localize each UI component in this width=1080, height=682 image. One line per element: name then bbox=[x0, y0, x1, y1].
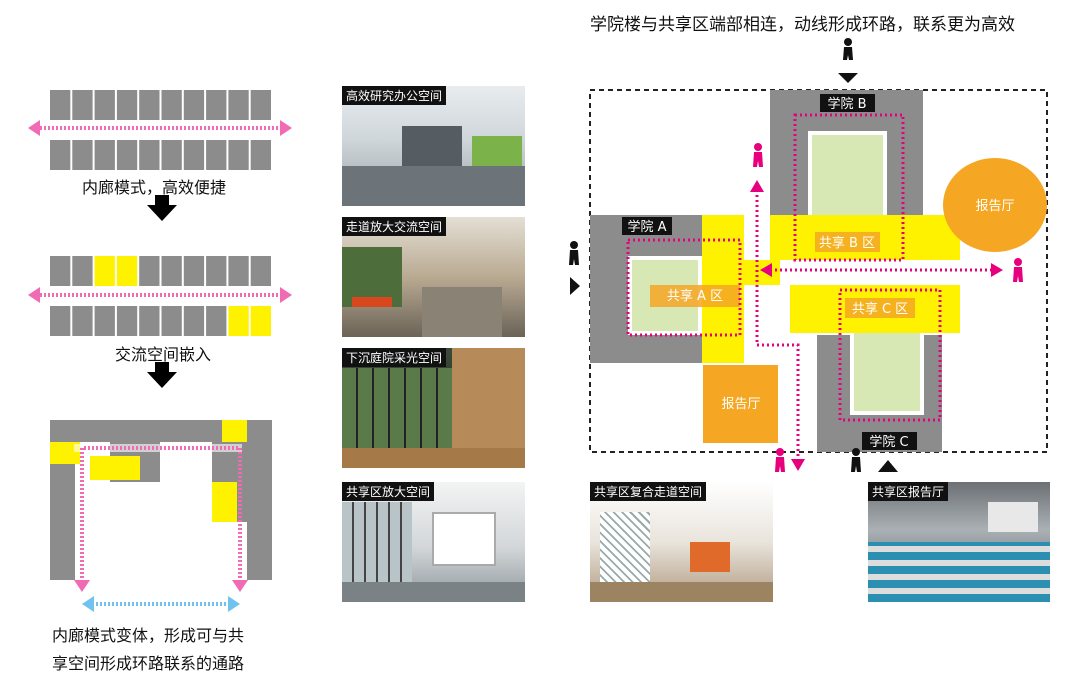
room-cell bbox=[94, 90, 115, 120]
room-cell bbox=[72, 140, 93, 170]
room-cell bbox=[250, 306, 271, 336]
room-cell bbox=[228, 140, 249, 170]
room-cell bbox=[50, 90, 71, 120]
photo-shared-corridor: 共享区复合走道空间 bbox=[590, 482, 773, 602]
room-cell bbox=[139, 306, 160, 336]
room-cell bbox=[183, 90, 205, 120]
room-cell bbox=[206, 90, 227, 120]
college-b-courtyard bbox=[808, 131, 887, 220]
header-title: 学院楼与共享区端部相连，动线形成环路，联系更为高效 bbox=[590, 15, 1015, 35]
person-icon bbox=[851, 448, 898, 472]
college-c-courtyard bbox=[850, 329, 924, 415]
share-c-label: 共享 C 区 bbox=[852, 301, 908, 317]
room-cell bbox=[183, 140, 205, 170]
campus-plan: 学院 B 学院 A 学院 C 共享 A 区 共享 B 区 共享 C 区 报告厅 … bbox=[569, 38, 1048, 472]
hall-2 bbox=[943, 158, 1047, 252]
room-cell bbox=[206, 256, 227, 286]
photo-label: 共享区放大空间 bbox=[342, 482, 435, 501]
diagram-inner-corridor bbox=[28, 90, 292, 170]
room-cell bbox=[250, 140, 271, 170]
corridor-diagrams bbox=[28, 90, 292, 612]
room-cell bbox=[94, 256, 115, 286]
photo-label: 走道放大交流空间 bbox=[342, 217, 447, 236]
room-cell bbox=[228, 306, 249, 336]
college-c-label: 学院 C bbox=[869, 434, 908, 450]
room-cell bbox=[116, 306, 138, 336]
person-icon bbox=[753, 143, 763, 167]
down-arrow-icon bbox=[147, 195, 177, 221]
caption-step2: 交流空间嵌入 bbox=[115, 345, 212, 364]
person-icon bbox=[838, 38, 858, 83]
room-cell bbox=[161, 256, 182, 286]
room-cell bbox=[94, 306, 115, 336]
room-cell bbox=[161, 140, 182, 170]
room-cell bbox=[139, 256, 160, 286]
room-cell bbox=[116, 140, 138, 170]
circulation-loops bbox=[626, 113, 995, 465]
room-cell bbox=[161, 306, 182, 336]
room-cell bbox=[72, 306, 93, 336]
photo-shared-lecture-hall: 共享区报告厅 bbox=[868, 482, 1050, 602]
person-icon bbox=[1013, 258, 1023, 282]
room-cell bbox=[94, 140, 115, 170]
caption-step3-line1: 内廊模式变体，形成可与共 bbox=[52, 626, 245, 645]
room-cell bbox=[116, 256, 138, 286]
room-cell bbox=[183, 306, 205, 336]
photo-label: 共享区报告厅 bbox=[868, 482, 949, 501]
room-cell bbox=[72, 90, 93, 120]
person-icon bbox=[775, 448, 785, 472]
caption-step3-line2: 享空间形成环路联系的通路 bbox=[52, 654, 245, 673]
hall-1 bbox=[703, 365, 778, 443]
photo-research-office: 高效研究办公空间 bbox=[342, 86, 525, 206]
hall-1-label: 报告厅 bbox=[721, 397, 760, 412]
caption-step1: 内廊模式，高效便捷 bbox=[82, 178, 227, 197]
room-cell bbox=[139, 90, 160, 120]
room-cell bbox=[206, 140, 227, 170]
college-a-label: 学院 A bbox=[627, 219, 666, 235]
photo-sunken-courtyard: 下沉庭院采光空间 bbox=[342, 348, 525, 468]
room-cell bbox=[206, 306, 227, 336]
diagram-space-embedded bbox=[28, 256, 292, 336]
room-cell bbox=[72, 256, 93, 286]
photo-corridor-exchange: 走道放大交流空间 bbox=[342, 217, 525, 337]
share-a-label: 共享 A 区 bbox=[667, 288, 723, 304]
share-b-label: 共享 B 区 bbox=[819, 235, 875, 251]
hall-2-label: 报告厅 bbox=[975, 199, 1014, 214]
room-cell bbox=[50, 256, 71, 286]
room-cell bbox=[50, 140, 71, 170]
room-cell bbox=[228, 90, 249, 120]
photo-label: 高效研究办公空间 bbox=[342, 86, 447, 105]
room-cell bbox=[183, 256, 205, 286]
photo-shared-space: 共享区放大空间 bbox=[342, 482, 525, 602]
college-b-label: 学院 B bbox=[827, 96, 866, 112]
room-cell bbox=[250, 256, 271, 286]
room-cell bbox=[139, 140, 160, 170]
diagram-loop-variant bbox=[50, 420, 272, 612]
photo-label: 下沉庭院采光空间 bbox=[342, 348, 447, 367]
room-cell bbox=[228, 256, 249, 286]
room-cell bbox=[250, 90, 271, 120]
down-arrow-icon bbox=[147, 362, 177, 388]
room-cell bbox=[50, 306, 71, 336]
room-cell bbox=[161, 90, 182, 120]
room-cell bbox=[116, 90, 138, 120]
person-icon bbox=[569, 241, 580, 295]
photo-label: 共享区复合走道空间 bbox=[590, 482, 707, 501]
